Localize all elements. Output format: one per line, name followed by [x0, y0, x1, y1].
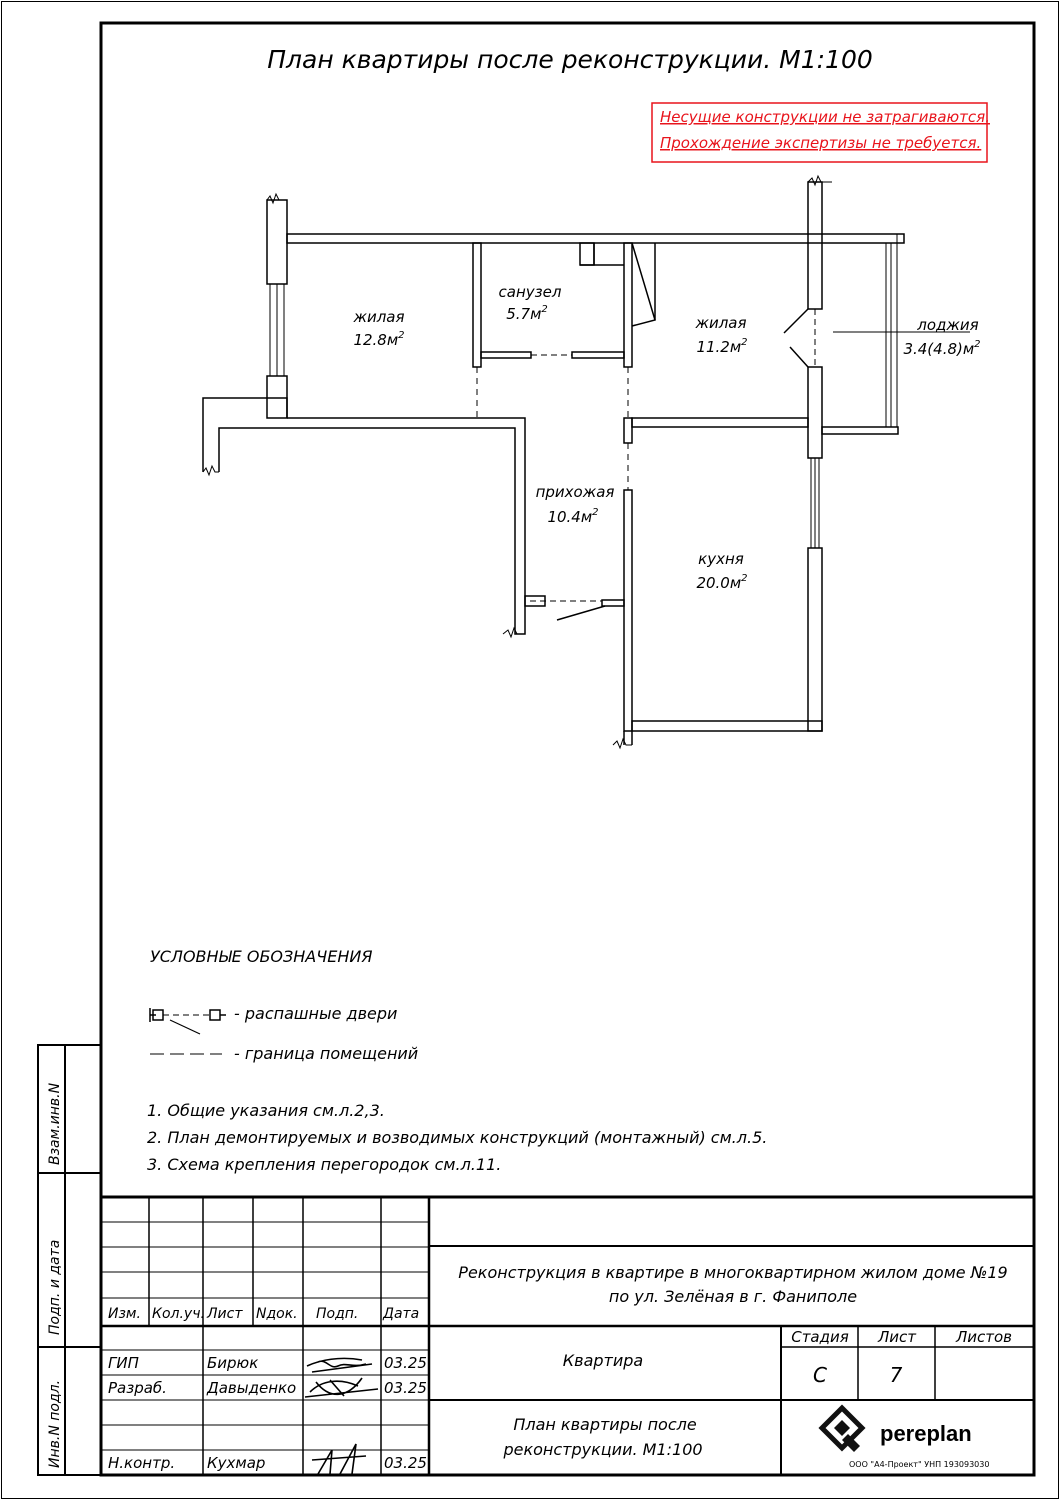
- legend-title: УСЛОВНЫЕ ОБОЗНАЧЕНИЯ: [150, 947, 372, 966]
- wall-left-upper: [266, 199, 288, 285]
- wall-right-middle: [807, 366, 823, 459]
- wall-kitchen-top-stub: [623, 417, 633, 444]
- svg-text:11.2м2: 11.2м2: [696, 337, 747, 356]
- wall-right-upper: [807, 181, 823, 310]
- window-kitchen: [810, 458, 820, 548]
- svg-text:20.0м2: 20.0м2: [696, 573, 747, 592]
- notice-line-1: Несущие конструкции не затрагиваются.: [660, 108, 990, 126]
- svg-text:Дата: Дата: [382, 1306, 419, 1322]
- room-bathroom-name: санузел: [499, 283, 562, 301]
- object-name: Квартира: [563, 1351, 643, 1370]
- door-symbol: [149, 1008, 226, 1035]
- legend-boundary-label: - граница помещений: [234, 1044, 418, 1063]
- room-living1-name: жилая: [352, 308, 404, 326]
- logo-mark-icon: [818, 1404, 866, 1452]
- notice-line-2: Прохождение экспертизы не требуется.: [660, 134, 981, 152]
- company-name: ООО "А4-Проект" УНП 193093030: [849, 1460, 989, 1469]
- sheet-title-line-1: План квартиры после: [513, 1415, 697, 1434]
- project-line-2: по ул. Зелёная в г. Фаниполе: [609, 1287, 857, 1306]
- stage-value: С: [813, 1363, 827, 1387]
- room-living2-name: жилая: [694, 314, 746, 332]
- wall-kitchen-left: [623, 489, 633, 732]
- room-living2-area: 11.2м: [696, 338, 741, 356]
- wall-bath-bottom-left: [480, 351, 532, 359]
- note-2: 2. План демонтируемых и возводимых конст…: [147, 1128, 767, 1147]
- room-living1-area: 12.8м: [353, 331, 398, 349]
- side-podp: Подп. и дата: [47, 1240, 63, 1335]
- floor-plan: [202, 174, 970, 750]
- company-logo: pereplan ООО "А4-Проект" УНП 193093030: [818, 1404, 989, 1469]
- name-gip: Бирюк: [207, 1354, 258, 1372]
- wall-top: [286, 233, 905, 244]
- sheet-no-value: 7: [890, 1363, 903, 1387]
- notice-box: Несущие конструкции не затрагиваются. Пр…: [651, 102, 990, 163]
- room-bathroom-area: 5.7м: [506, 305, 541, 323]
- window-left: [269, 284, 285, 376]
- svg-text:5.7м2: 5.7м2: [506, 304, 548, 323]
- signatures: [304, 1357, 379, 1475]
- room-loggia-name: лоджия: [916, 316, 978, 334]
- page-title: План квартиры после реконструкции. М1:10…: [267, 45, 873, 74]
- name-razrab: Давыденко: [206, 1379, 296, 1397]
- svg-text:Подп.: Подп.: [316, 1306, 358, 1322]
- room-labels: жилая 12.8м2 санузел 5.7м2 жилая 11.2м2 …: [352, 283, 980, 592]
- note-1: 1. Общие указания см.л.2,3.: [147, 1101, 385, 1120]
- wall-kitchen-top: [631, 417, 809, 428]
- shaft: [579, 242, 595, 266]
- svg-text:Nдок.: Nдок.: [256, 1306, 298, 1322]
- svg-text:Кол.уч.: Кол.уч.: [152, 1306, 205, 1322]
- room-hallway-name: прихожая: [536, 483, 615, 501]
- wall-kitchen-bottom: [631, 720, 823, 732]
- loggia-slab: [821, 426, 899, 435]
- wall-left-lower: [266, 375, 288, 419]
- stamp-headers: Изм. Кол.уч. Лист Nдок. Подп. Дата: [108, 1306, 419, 1322]
- side-inv: Инв.N подл.: [47, 1380, 63, 1468]
- sheet-label: Лист: [877, 1328, 917, 1346]
- role-gip: ГИП: [108, 1354, 139, 1372]
- role-nkontr: Н.контр.: [108, 1454, 175, 1472]
- svg-text:Лист: Лист: [206, 1306, 243, 1322]
- legend-door-label: - распашные двери: [234, 1004, 397, 1023]
- room-loggia-area: 3.4(4.8)м: [903, 340, 974, 358]
- svg-text:3.4(4.8)м2: 3.4(4.8)м2: [903, 339, 980, 358]
- side-stamp: [37, 1044, 102, 1476]
- sheets-label: Листов: [955, 1328, 1012, 1346]
- date-gip: 03.25: [384, 1354, 427, 1372]
- stamp-people: ГИП Бирюк 03.25 Разраб. Давыденко 03.25 …: [108, 1354, 427, 1472]
- logo-text: pereplan: [880, 1421, 972, 1446]
- svg-text:Изм.: Изм.: [108, 1306, 141, 1322]
- name-nkontr: Кухмар: [207, 1454, 265, 1472]
- svg-text:12.8м2: 12.8м2: [353, 330, 404, 349]
- date-nkontr: 03.25: [384, 1454, 427, 1472]
- entrance-door: [524, 595, 625, 621]
- side-vzam: Взам.инв.N: [47, 1082, 63, 1165]
- title-block: [101, 1195, 1034, 1475]
- wall-right-lower: [807, 547, 823, 732]
- room-kitchen-name: кухня: [698, 550, 744, 568]
- wall-bath-bottom-right: [571, 351, 625, 359]
- room-kitchen-area: 20.0м: [696, 574, 741, 592]
- stage-label: Стадия: [791, 1328, 849, 1346]
- wall-bath-right: [623, 242, 633, 368]
- wall-corridor: [202, 397, 288, 472]
- legend: УСЛОВНЫЕ ОБОЗНАЧЕНИЯ - распашные двери -…: [149, 947, 418, 1063]
- general-notes: 1. Общие указания см.л.2,3. 2. План демо…: [147, 1101, 767, 1174]
- svg-text:10.4м2: 10.4м2: [547, 507, 598, 526]
- room-boundaries: [476, 367, 629, 490]
- wall-bath-left: [472, 242, 482, 368]
- note-3: 3. Схема крепления перегородок см.л.11.: [147, 1155, 501, 1174]
- project-line-1: Реконструкция в квартире в многоквартирн…: [458, 1263, 1007, 1282]
- sheet-title-line-2: реконструкции. М1:100: [502, 1440, 702, 1459]
- role-razrab: Разраб.: [108, 1379, 167, 1397]
- room-hallway-area: 10.4м: [547, 508, 592, 526]
- date-razrab: 03.25: [384, 1379, 427, 1397]
